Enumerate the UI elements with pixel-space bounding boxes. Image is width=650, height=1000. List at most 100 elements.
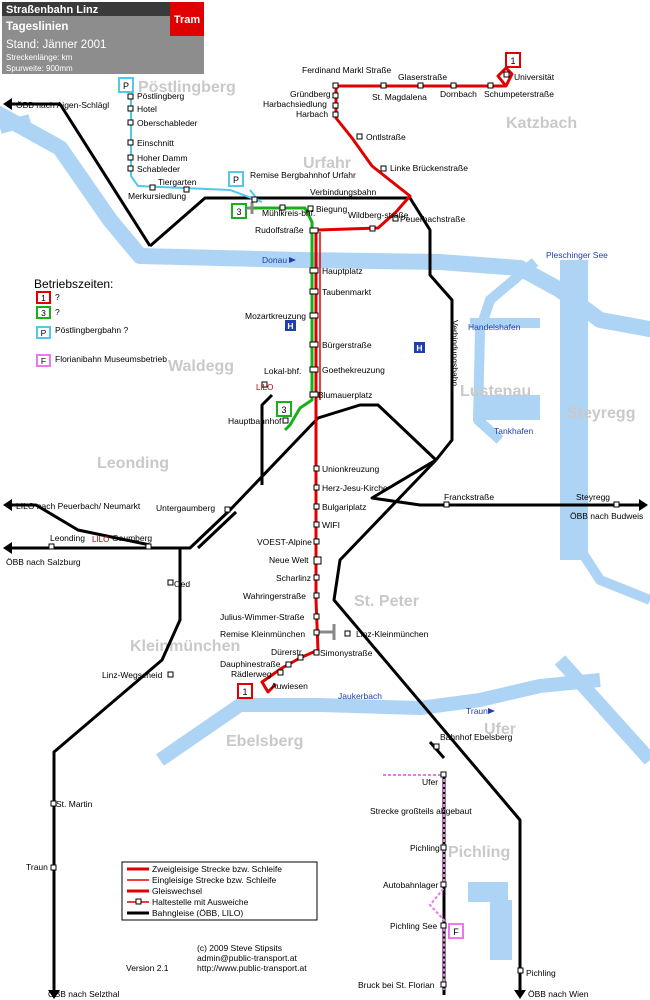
- stop-autobahnlager-marker[interactable]: [440, 881, 447, 888]
- stop-unionkreuzung-marker[interactable]: [313, 465, 320, 472]
- label-auwiesen: Auwiesen: [271, 681, 308, 691]
- label-scharlinz: Scharlinz: [276, 573, 311, 583]
- stop-wildbergstrasse-marker[interactable]: [369, 225, 376, 232]
- label-unionkreuzung: Unionkreuzung: [322, 464, 379, 474]
- label-pichling-east: Pichling: [526, 968, 556, 978]
- stop-oberschableder-marker[interactable]: [127, 119, 134, 126]
- stop-linz-kleinmuenchen-marker[interactable]: [344, 630, 351, 637]
- stop-scharlinz-marker[interactable]: [313, 574, 320, 581]
- stop-gaumberg-marker[interactable]: [145, 543, 152, 550]
- stop-hauptbahnhof-marker[interactable]: [282, 417, 289, 424]
- badge-parkbahn-1: [118, 77, 134, 93]
- rail-lilo-branch: [260, 393, 274, 485]
- label-voest-alpine: VOEST-Alpine: [257, 537, 312, 547]
- stop-harbachsiedlung-marker[interactable]: [332, 102, 339, 109]
- stop-julius-wimmer-marker[interactable]: [313, 613, 320, 620]
- stop-linke-brueckenstrasse-marker[interactable]: [380, 165, 387, 172]
- legend-badge-p-label: P: [41, 328, 47, 338]
- stop-blumauerplatz-marker[interactable]: [309, 391, 319, 398]
- rail-wien: [332, 458, 522, 995]
- stop-peuerbachstrasse-marker[interactable]: [392, 215, 399, 222]
- legend-text-f: Florianibahn Museumsbetrieb: [55, 354, 167, 364]
- stop-herz-jesu-marker[interactable]: [313, 484, 320, 491]
- stop-oed-marker[interactable]: [167, 579, 174, 586]
- badge-line1-north: [505, 52, 521, 68]
- stop-untergaumberg-marker[interactable]: [224, 506, 231, 513]
- stop-pichling-see-marker[interactable]: [440, 922, 447, 929]
- badge-parkbahn-2-label: P: [233, 175, 239, 185]
- stop-ferdinand-markl-marker[interactable]: [332, 82, 339, 89]
- legend-badge-p: [36, 326, 51, 339]
- stop-remise-bergbahnhof-marker[interactable]: [251, 196, 258, 203]
- stop-schableder-marker[interactable]: [127, 165, 134, 172]
- stop-gruendberg-marker[interactable]: [332, 92, 339, 99]
- stop-bulgariplatz-marker[interactable]: [313, 503, 320, 510]
- stop-harbach-marker[interactable]: [332, 111, 339, 118]
- area-st-peter: St. Peter: [354, 593, 419, 610]
- stop-leonding-marker[interactable]: [48, 543, 55, 550]
- stop-goethekreuzung-marker[interactable]: [309, 366, 319, 373]
- label-neue-welt: Neue Welt: [269, 555, 309, 565]
- footer-web[interactable]: http://www.public-transport.at: [197, 963, 307, 973]
- legend-title: Betriebszeiten:: [34, 277, 113, 291]
- stop-poestlingberg-marker[interactable]: [127, 93, 134, 100]
- stop-voest-marker[interactable]: [313, 538, 320, 545]
- stop-traun-marker[interactable]: [50, 864, 57, 871]
- stop-taubenmarkt-marker[interactable]: [309, 288, 319, 295]
- arrow-wien-icon: [514, 990, 526, 999]
- stop-linz-wegscheid-marker[interactable]: [167, 671, 174, 678]
- stop-wifi-marker[interactable]: [313, 521, 320, 528]
- stop-simonystrasse-marker[interactable]: [313, 649, 320, 656]
- label-budweis: ÖBB nach Budweis: [570, 511, 643, 521]
- stop-lokalbhf-marker[interactable]: [261, 381, 268, 388]
- stop-wahringer-marker[interactable]: [313, 592, 320, 599]
- stop-remise-kleinmuenchen-marker[interactable]: [313, 629, 320, 636]
- stop-pichling-east-marker[interactable]: [517, 967, 524, 974]
- label-taubenmarkt: Taubenmarkt: [322, 287, 372, 297]
- stop-ebelsberg-marker[interactable]: [433, 743, 440, 750]
- area-ufer: Ufer: [484, 721, 516, 738]
- stop-tiergarten-marker[interactable]: [183, 186, 190, 193]
- stop-bruck-marker[interactable]: [440, 981, 447, 988]
- stop-st-martin-marker[interactable]: [50, 800, 57, 807]
- stop-hotel-marker[interactable]: [127, 105, 134, 112]
- stop-mozartkreuzung-marker[interactable]: [309, 312, 319, 319]
- stop-neue-welt-marker[interactable]: [313, 556, 322, 565]
- header-stand: Stand: Jänner 2001: [6, 39, 106, 51]
- stop-hoher-damm-marker[interactable]: [127, 154, 134, 161]
- stop-pichling-marker[interactable]: [440, 844, 447, 851]
- legend-text-1: ?: [55, 292, 60, 302]
- label-julius-wimmer: Julius-Wimmer-Straße: [220, 612, 305, 622]
- label-raedlerweg: Rädlerweg: [231, 669, 272, 679]
- stop-ufer-marker[interactable]: [440, 771, 447, 778]
- stop-glaserstrasse-marker[interactable]: [417, 82, 424, 89]
- stop-hauptplatz-marker[interactable]: [309, 267, 319, 274]
- badge-line3-north-label: 3: [236, 207, 241, 217]
- label-gaumberg: Gaumberg: [112, 533, 152, 543]
- header-title: Straßenbahn Linz: [6, 4, 99, 16]
- label-verbindungsbahn-vertical: Verbindungsbahn: [450, 320, 460, 386]
- stop-duererstr-marker[interactable]: [297, 654, 304, 661]
- stop-universitaet-marker[interactable]: [503, 71, 510, 78]
- stop-dornbach-marker[interactable]: [450, 82, 457, 89]
- stop-dauphinestrasse-marker[interactable]: [285, 661, 292, 668]
- label-ferdinand-markl: Ferdinand Markl Straße: [302, 65, 392, 75]
- label-poestlingberg-stop: Pöstlingberg: [137, 91, 185, 101]
- badge-florianibahn-label: F: [453, 927, 459, 937]
- stop-rudolfstrasse-marker[interactable]: [309, 227, 319, 234]
- label-buergerstrasse: Bürgerstraße: [322, 340, 372, 350]
- line-1-main: [260, 230, 320, 694]
- stop-muehlkreisbhf-marker[interactable]: [279, 204, 286, 211]
- florianibahn-track: [383, 774, 445, 990]
- stop-buergerstrasse-marker[interactable]: [309, 341, 319, 348]
- stop-merkursiedlung-marker[interactable]: [149, 184, 156, 191]
- stop-biegung-marker[interactable]: [307, 205, 314, 212]
- footer-copyright: (c) 2009 Steve Stipsits: [197, 943, 282, 953]
- stop-franckstrasse-marker[interactable]: [443, 501, 450, 508]
- stop-raedlerweg-marker[interactable]: [277, 669, 284, 676]
- stop-einschnitt-marker[interactable]: [127, 139, 134, 146]
- stop-oentlstrasse-marker[interactable]: [356, 133, 363, 140]
- stop-schumpeterstrasse-marker[interactable]: [487, 82, 494, 89]
- stop-steyregg-marker[interactable]: [613, 501, 620, 508]
- stop-magdalena-marker[interactable]: [380, 82, 387, 89]
